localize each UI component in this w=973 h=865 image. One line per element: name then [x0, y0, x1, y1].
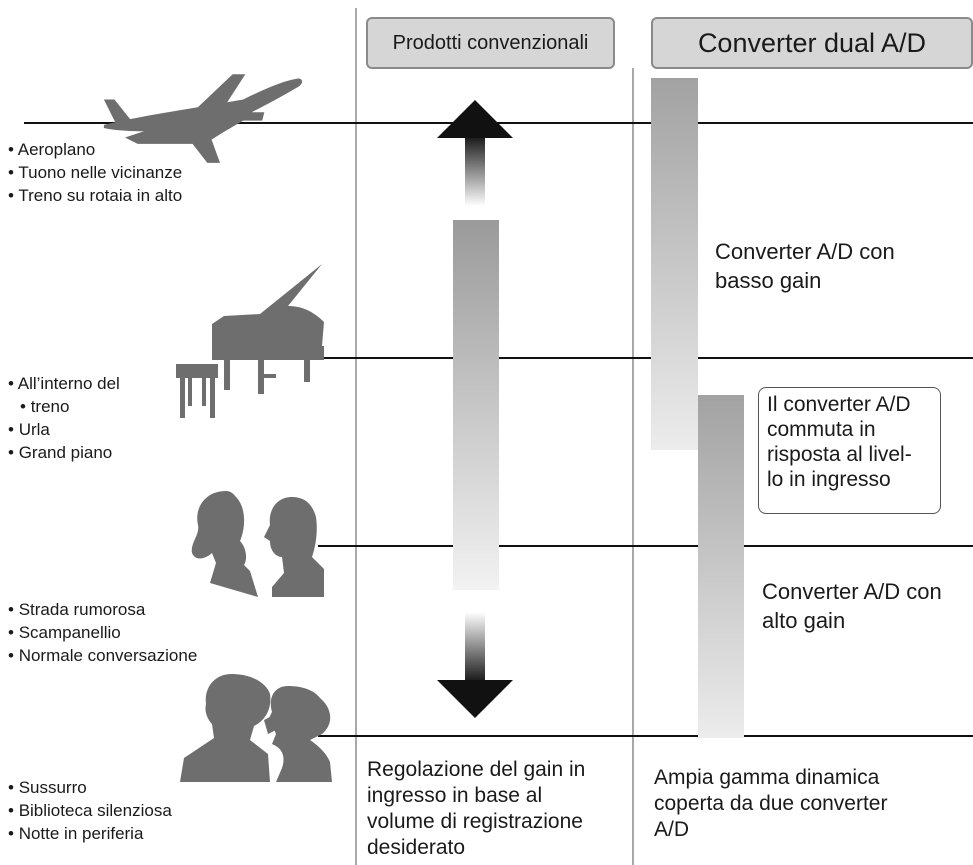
whisper-icon: [180, 674, 332, 782]
conventional-caption-line: desiderato: [367, 836, 466, 859]
header-dual-label: Converter dual A/D: [697, 27, 927, 58]
switch-callout-line: lo in ingresso: [767, 468, 891, 491]
header-conventional: Prodotti convenzionali: [366, 17, 615, 69]
dual-caption: Ampia gamma dinamica coperta da due conv…: [654, 765, 887, 843]
high-gain-label-line: Converter A/D con: [762, 579, 942, 604]
level-item: Notte in periferia: [8, 822, 172, 845]
high-gain-label: Converter A/D con alto gain: [762, 577, 942, 635]
level-item-continued: treno: [8, 395, 120, 418]
level-item: Scampanellio: [8, 621, 197, 644]
dual-caption-line: coperta da due converter: [654, 792, 888, 815]
column-divider-left: [355, 8, 357, 865]
level-item: Tuono nelle vicinanze: [8, 161, 182, 184]
high-gain-label-line: alto gain: [762, 608, 846, 633]
level-item: Urla: [8, 418, 120, 441]
high-gain-range-bar: [698, 395, 744, 738]
level-list-quiet: Sussurro Biblioteca silenziosa Notte in …: [8, 776, 172, 845]
conventional-caption-line: ingresso in base al: [367, 784, 543, 807]
column-divider-right: [632, 68, 634, 865]
conventional-caption-line: Regolazione del gain in: [367, 758, 586, 781]
level-list-upper: All’interno del treno Urla Grand piano: [8, 372, 120, 464]
level-item: Sussurro: [8, 776, 172, 799]
grand-piano-icon: [176, 264, 324, 418]
level-item: All’interno del: [8, 372, 120, 395]
header-dual: Converter dual A/D: [651, 17, 973, 69]
low-gain-label-line: Converter A/D con: [715, 239, 895, 264]
level-item: Grand piano: [8, 441, 120, 464]
level-line-upper: [240, 357, 973, 359]
level-line-quiet: [318, 735, 973, 737]
conversation-icon: [191, 491, 324, 597]
conventional-caption: Regolazione del gain in ingresso in base…: [367, 757, 585, 861]
level-item: Biblioteca silenziosa: [8, 799, 172, 822]
level-item: Normale conversazione: [8, 644, 198, 667]
switch-callout: Il converter A/D commuta in risposta al …: [758, 387, 941, 514]
switch-callout-line: Il converter A/D: [767, 393, 911, 416]
airplane-icon: [103, 74, 303, 163]
level-line-mid: [318, 545, 973, 547]
level-item: Treno su rotaia in alto: [8, 184, 182, 207]
arrow-down-icon: [437, 612, 513, 718]
low-gain-range-bar: [651, 78, 698, 450]
header-conventional-label: Prodotti convenzionali: [392, 31, 589, 54]
level-list-mid: Strada rumorosa Scampanellio Normale con…: [8, 598, 198, 667]
dual-caption-line: A/D: [654, 818, 690, 841]
level-list-loud: Aeroplano Tuono nelle vicinanze Treno su…: [8, 138, 182, 207]
level-item: Aeroplano: [8, 138, 182, 161]
dual-caption-line: Ampia gamma dinamica: [654, 766, 880, 789]
conventional-gain-range-bar: [453, 220, 499, 590]
low-gain-label-line: basso gain: [715, 268, 822, 293]
switch-callout-line: risposta al livel-: [767, 443, 912, 466]
low-gain-label: Converter A/D con basso gain: [715, 237, 895, 295]
arrow-up-icon: [437, 100, 513, 206]
level-line-loud: [24, 122, 973, 124]
level-item: Strada rumorosa: [8, 598, 197, 621]
switch-callout-line: commuta in: [767, 418, 876, 441]
conventional-caption-line: volume di registrazione: [367, 810, 583, 833]
